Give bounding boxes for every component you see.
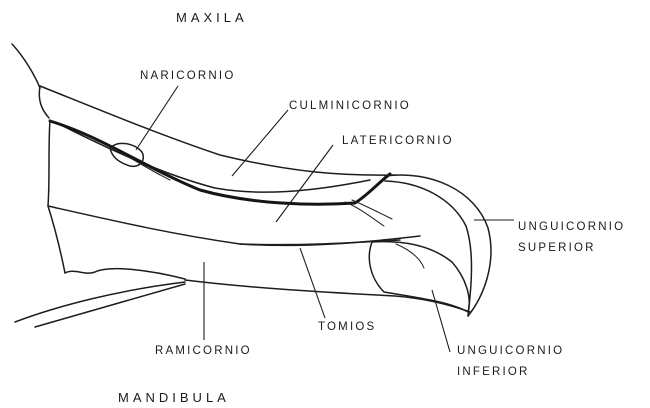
lower-mandible-bottom: [185, 280, 470, 312]
head-outline: [12, 44, 40, 88]
label-culminicornio: CULMINICORNIO: [289, 100, 411, 112]
title-mandibula: MANDIBULA: [118, 390, 230, 405]
leader-unguicornio-inferior: [432, 290, 450, 352]
throat-outline-lower: [35, 284, 185, 327]
nasal-base-outline: [39, 86, 49, 118]
label-tomios: TOMIOS: [318, 321, 376, 333]
leader-culminicornio: [232, 110, 288, 176]
nasal-groove-band: [50, 121, 390, 204]
culminicornio-lower-boundary: [55, 122, 370, 192]
throat-outline-upper: [15, 282, 185, 322]
label-ramicornio: RAMICORNIO: [155, 345, 252, 357]
lower-hook-mark: [396, 244, 424, 268]
leader-naricornio: [136, 86, 178, 150]
title-maxila: MAXILA: [176, 10, 248, 25]
label-unguicornio-inferior-1: UNGUICORNIO: [457, 345, 564, 357]
unguicornio-inferior-outline: [369, 242, 469, 312]
nasal-groove-hatch-4: [352, 200, 392, 219]
label-latericornio: LATERICORNIO: [342, 135, 454, 147]
label-unguicornio-superior-2: SUPERIOR: [518, 242, 596, 254]
label-unguicornio-inferior-2: INFERIOR: [457, 366, 530, 378]
cut-edge: [48, 120, 65, 273]
leader-latericornio: [276, 145, 333, 222]
label-naricornio: NARICORNIO: [140, 70, 235, 82]
cut-edge-jag: [65, 269, 185, 279]
leader-tomios: [300, 248, 325, 318]
label-unguicornio-superior-1: UNGUICORNIO: [518, 221, 625, 233]
